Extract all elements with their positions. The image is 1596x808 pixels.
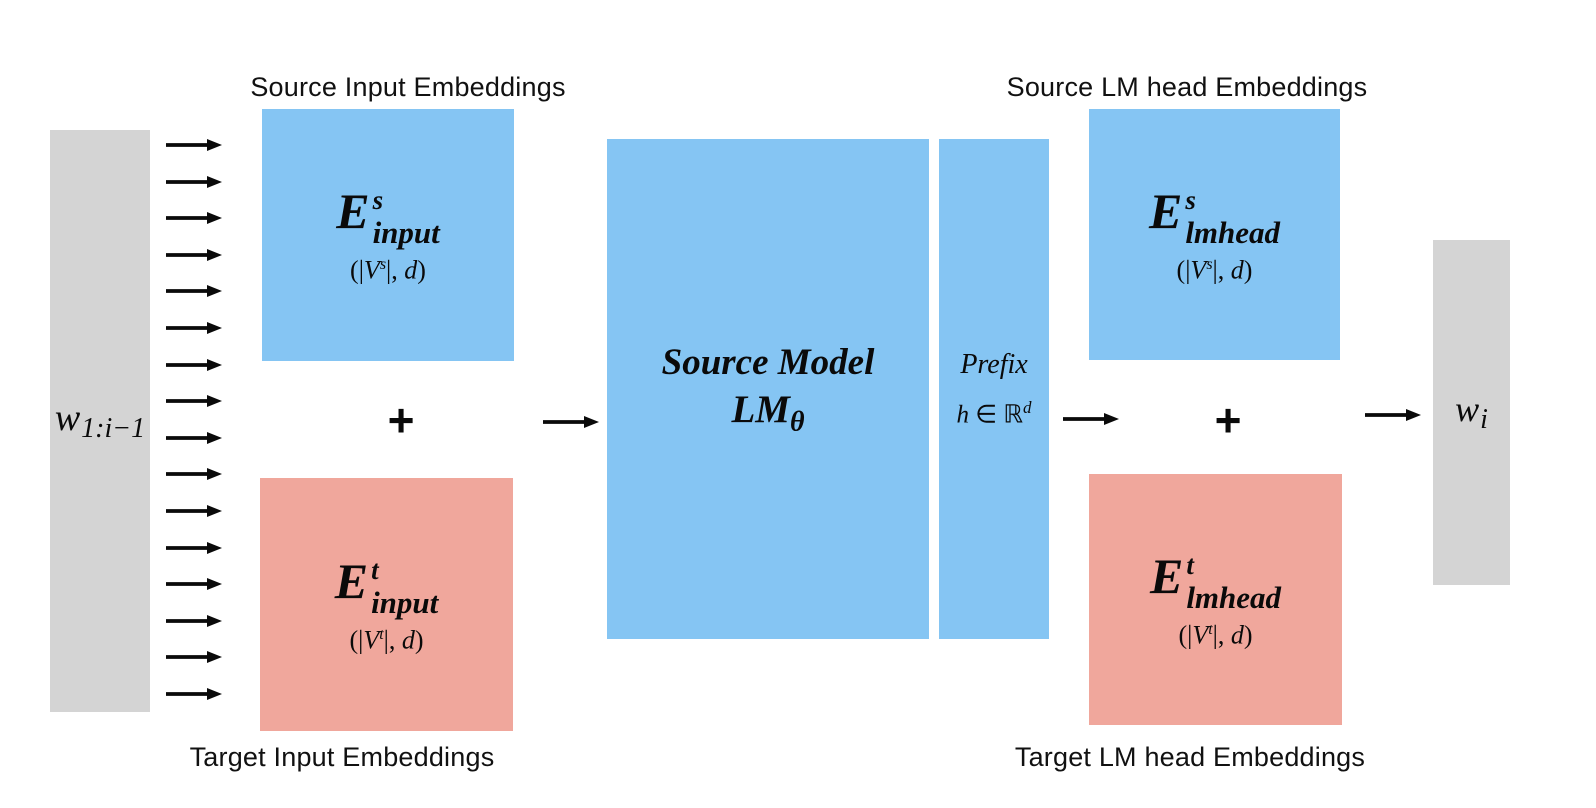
- flow-arrow-icon: [166, 651, 222, 664]
- flow-arrow-icon: [166, 541, 222, 554]
- prefix-formula: h ∈ ℝd: [956, 397, 1032, 429]
- flow-arrow-icon: [166, 212, 222, 225]
- target-lmhead-dims: (|Vt|, d): [1178, 620, 1253, 650]
- flow-arrow-icon: [166, 468, 222, 481]
- target-input-dims: (|Vt|, d): [349, 625, 424, 655]
- plus-right: +: [1214, 394, 1242, 446]
- lmhead-to-output-arrow-icon: [1365, 409, 1421, 421]
- flow-arrow-icon: [166, 431, 222, 444]
- flow-arrow-icon: [166, 578, 222, 591]
- flow-arrow-icon: [166, 614, 222, 627]
- flow-arrow-icon: [166, 139, 222, 151]
- plus-left: +: [387, 394, 415, 446]
- flow-arrow-icon: [166, 687, 222, 700]
- source-lmhead-dims: (|Vs|, d): [1176, 255, 1253, 285]
- prefix-box: Prefix h ∈ ℝd: [939, 139, 1049, 639]
- flow-arrow-icon: [166, 248, 222, 261]
- output-token-bar: wi: [1433, 240, 1510, 585]
- input-arrows: [166, 138, 222, 701]
- target-lmhead-embeddings-label: Target LM head Embeddings: [1014, 742, 1366, 772]
- target-input-embeddings-label: Target Input Embeddings: [189, 742, 495, 772]
- flow-arrow-icon: [166, 395, 222, 408]
- source-model-box: Source Model LMθ: [607, 139, 929, 639]
- flow-arrow-icon: [166, 285, 222, 298]
- flow-arrow-icon: [166, 358, 222, 371]
- source-model-symbol: LMθ: [731, 388, 805, 438]
- source-input-dims: (|Vs|, d): [350, 255, 426, 285]
- prefix-title: Prefix: [960, 348, 1028, 380]
- output-token-label: wi: [1455, 388, 1488, 436]
- prefix-to-lmhead-arrow-icon: [1063, 413, 1119, 425]
- input-token-label: w1:i−1: [54, 396, 146, 445]
- flow-arrow-icon: [166, 175, 222, 188]
- source-lmhead-embeddings-label: Source LM head Embeddings: [1006, 72, 1368, 102]
- source-input-embeddings-label: Source Input Embeddings: [250, 72, 566, 102]
- input-tokens-bar: w1:i−1: [50, 130, 150, 712]
- flow-arrow-icon: [166, 504, 222, 517]
- flow-arrow-icon: [166, 321, 222, 334]
- embeddings-to-model-arrow-icon: [543, 416, 599, 428]
- source-model-title: Source Model: [661, 341, 875, 383]
